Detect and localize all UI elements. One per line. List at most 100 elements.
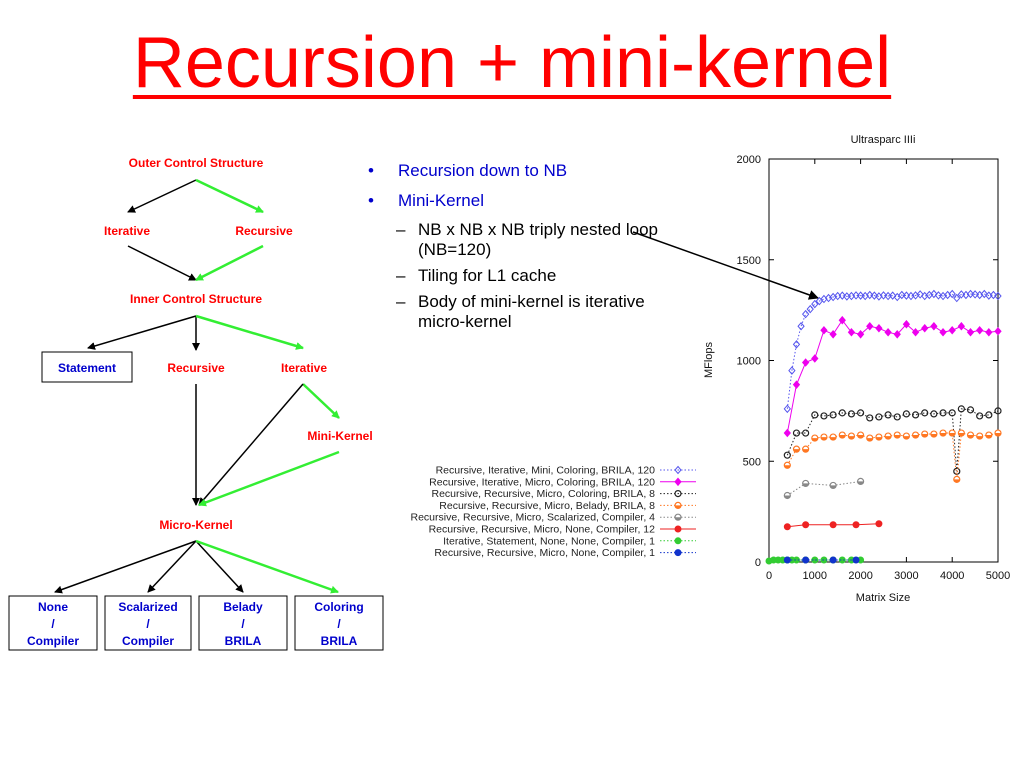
data-point: [957, 290, 966, 299]
data-point: [792, 429, 801, 437]
data-point: [866, 414, 874, 422]
y-tick-label: 500: [743, 456, 761, 468]
data-point-half: [857, 435, 864, 439]
bullet-mini-kernel: Mini-Kernel: [360, 190, 660, 212]
legend-entry: Iterative, Statement, None, None, Compil…: [443, 535, 696, 547]
data-point-half: [793, 449, 800, 453]
data-point: [939, 409, 947, 417]
leaf-coloring-top: Coloring: [314, 600, 363, 614]
data-point-half: [784, 495, 791, 499]
leaf-scalarized-mid: /: [146, 617, 150, 631]
data-point-half: [949, 433, 956, 437]
data-point: [811, 299, 819, 309]
data-point-half: [875, 437, 882, 441]
data-point: [875, 323, 883, 333]
data-point: [856, 409, 865, 417]
y-tick-label: 0: [755, 557, 761, 569]
data-point-half: [967, 435, 974, 439]
data-point: [783, 428, 791, 438]
x-tick-label: 3000: [894, 570, 918, 582]
data-point: [902, 291, 911, 300]
data-point: [875, 413, 883, 421]
data-point: [921, 409, 929, 417]
data-point-half: [953, 479, 960, 483]
data-point-half: [839, 435, 846, 439]
data-point: [838, 409, 846, 417]
data-point: [930, 289, 938, 299]
node-iterative-inner: Iterative: [281, 361, 327, 375]
series-line: [786, 432, 999, 480]
sub-bullet-nested-loop: NB x NB x NB triply nested loop (NB=120): [360, 220, 660, 260]
data-point: [957, 405, 965, 413]
data-point: [948, 289, 956, 299]
leaf-belady-bottom: BRILA: [225, 634, 262, 648]
data-point: [893, 413, 901, 421]
legend-label: Recursive, Iterative, Mini, Coloring, BR…: [436, 465, 656, 477]
sub-bullet-tiling-text: Tiling for L1 cache: [418, 266, 557, 285]
data-point-half: [811, 438, 818, 442]
data-point: [875, 520, 883, 528]
control-structure-tree: Outer Control Structure Iterative Recurs…: [8, 156, 384, 651]
data-point-half: [995, 433, 1001, 437]
leaf-coloring-bottom: BRILA: [321, 634, 358, 648]
leaf-none-mid: /: [51, 617, 55, 631]
data-point-half: [930, 434, 937, 438]
sub-bullet-nested-loop-text: NB x NB x NB triply nested loop (NB=120): [418, 220, 658, 259]
data-point: [930, 321, 938, 331]
series-6: [783, 520, 883, 531]
data-point-half: [903, 436, 910, 440]
data-point: [856, 330, 865, 339]
leaf-box-belady: [198, 595, 288, 651]
data-point: [838, 291, 846, 300]
y-tick-label: 1000: [737, 356, 761, 368]
arrow-micro-to-none: [54, 540, 197, 594]
series-1: [783, 289, 1002, 414]
leaf-box-coloring: [294, 595, 384, 651]
data-point: [806, 304, 814, 314]
data-point: [792, 380, 801, 389]
data-point: [994, 291, 1002, 301]
data-point: [916, 290, 924, 299]
data-point-half: [912, 435, 919, 439]
data-point: [976, 326, 984, 335]
arrow-outer-to-recursive: [195, 178, 264, 214]
data-point-half: [921, 434, 928, 438]
data-point: [802, 429, 810, 437]
data-point: [966, 289, 975, 299]
data-point: [994, 327, 1002, 336]
data-point: [847, 328, 856, 337]
sub-bullet-body-text: Body of mini-kernel is iterative micro-k…: [418, 292, 645, 331]
slide-title-text: Recursion + mini-kernel: [132, 23, 892, 103]
sub-bullet-body: Body of mini-kernel is iterative micro-k…: [360, 292, 660, 332]
data-point: [966, 328, 975, 337]
data-point: [838, 556, 846, 564]
arrow-iterative-to-minikernel: [302, 383, 340, 419]
data-point: [783, 556, 791, 564]
arrow-inner-to-iterative: [195, 314, 304, 350]
data-point: [802, 521, 810, 529]
data-point-half: [985, 435, 992, 439]
chart-x-axis-label: Matrix Size: [856, 592, 910, 604]
data-point: [852, 556, 860, 564]
legend-entry: Recursive, Recursive, Micro, Scalarized,…: [411, 512, 696, 524]
arrow-micro-to-coloring: [195, 539, 339, 594]
bullet-mini-kernel-text: Mini-Kernel: [398, 191, 484, 210]
series-5: [783, 477, 865, 500]
arrow-outer-to-iterative: [127, 179, 197, 213]
node-outer-control-structure: Outer Control Structure: [129, 156, 264, 170]
data-point-half: [857, 481, 864, 485]
data-point: [980, 289, 988, 299]
series-4: [783, 429, 1002, 483]
chart-title: Ultrasparc IIIi: [851, 134, 916, 146]
data-point: [829, 330, 837, 339]
data-point: [884, 328, 892, 337]
x-tick-label: 2000: [848, 570, 872, 582]
data-point: [911, 328, 920, 337]
data-point: [976, 412, 984, 420]
data-point: [820, 326, 828, 335]
data-point: [674, 477, 682, 487]
data-point: [801, 358, 810, 367]
series-7: [765, 556, 865, 565]
data-point: [783, 523, 791, 531]
